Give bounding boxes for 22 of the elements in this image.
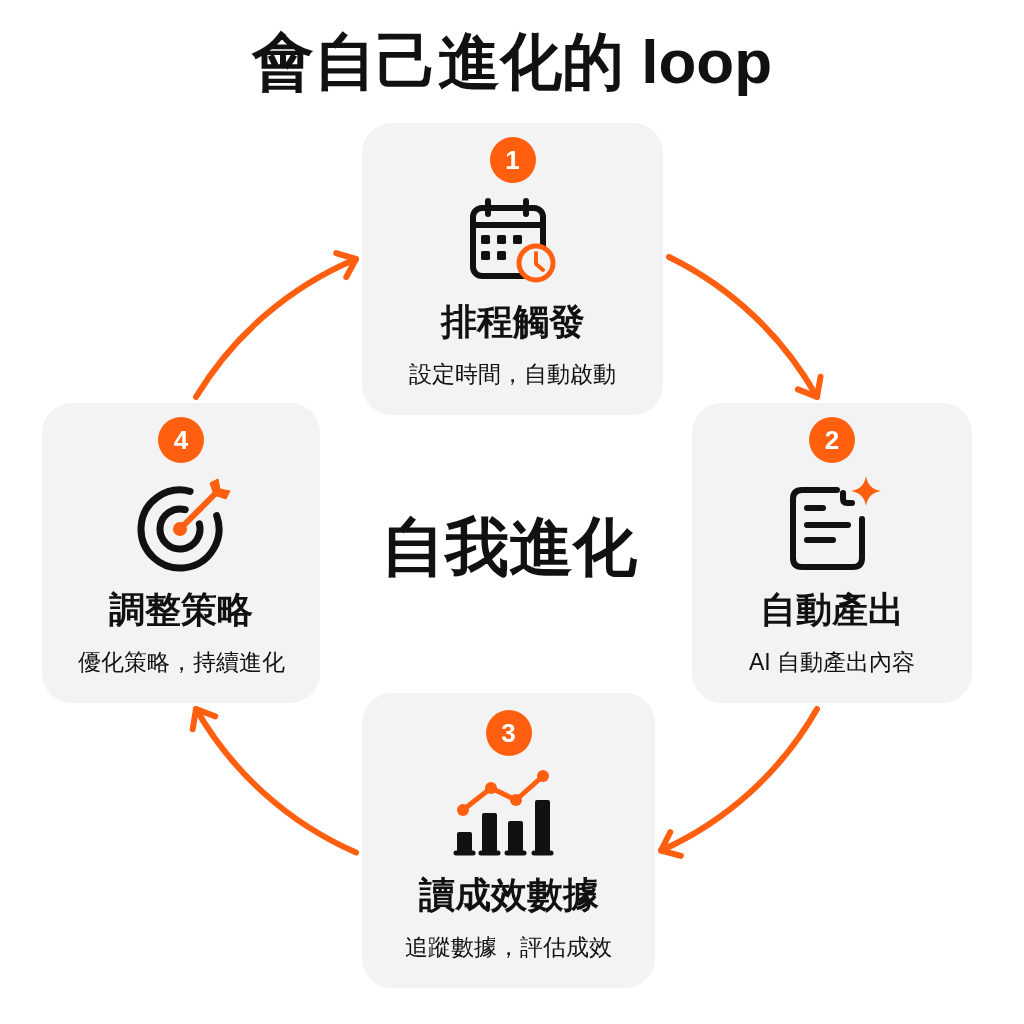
title: 會自己進化的 loop — [251, 26, 773, 98]
curved-arrow — [666, 254, 823, 400]
step-description: 優化策略，持續進化 — [77, 648, 285, 676]
step-card — [362, 123, 663, 415]
step-card — [42, 403, 320, 703]
curved-arrow — [191, 706, 359, 856]
curved-arrow — [658, 706, 820, 858]
number-badge: 1 — [489, 137, 536, 183]
step-card — [692, 403, 972, 703]
step-title: 自動產出 — [760, 589, 904, 631]
step-description: 追蹤數據，評估成效 — [405, 933, 612, 961]
number-badge: 4 — [158, 417, 204, 463]
step-title: 調整策略 — [109, 589, 253, 631]
step-description: AI 自動產出內容 — [748, 648, 916, 676]
number-badge: 3 — [485, 710, 532, 756]
step-title: 排程觸發 — [440, 301, 585, 343]
center-label: 自我進化 — [381, 511, 637, 585]
number-badge: 2 — [809, 417, 855, 463]
step-title: 讀成效數據 — [418, 874, 599, 916]
step-description: 設定時間，自動啟動 — [409, 360, 616, 388]
curved-arrow — [193, 251, 359, 400]
step-card — [362, 693, 655, 988]
